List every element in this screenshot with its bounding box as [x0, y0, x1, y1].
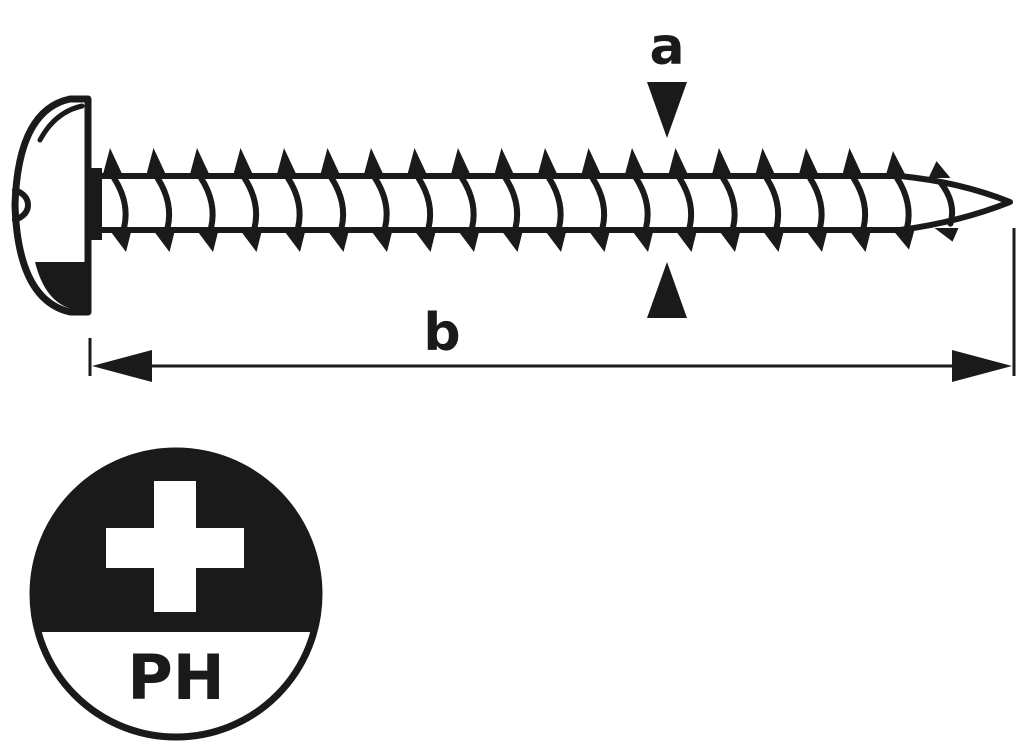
- thread-tooth-top: [885, 151, 907, 178]
- thread-tooth-top: [754, 148, 777, 178]
- thread-helix-line: [850, 175, 869, 231]
- thread-helix-line: [154, 175, 173, 231]
- dimension-b-arrow-right: [952, 350, 1012, 382]
- thread-tooth-bottom: [543, 228, 567, 252]
- screw-head-shadow: [35, 262, 88, 309]
- thread-helix-line: [502, 175, 521, 231]
- thread-helix-line: [763, 175, 782, 231]
- thread-tooth-bottom: [325, 228, 350, 252]
- thread-helix-line: [633, 175, 651, 231]
- thread-tooth-bottom: [369, 228, 393, 252]
- dimension-a-arrow-top: [647, 82, 687, 138]
- thread-helix-line: [198, 175, 216, 231]
- thread-tooth-top: [928, 161, 951, 178]
- thread-helix-line: [589, 175, 608, 231]
- thread-tooth-bottom: [238, 228, 263, 252]
- screw-head-neck: [86, 168, 102, 240]
- dimension-a: a: [647, 17, 687, 318]
- phillips-cross-icon: [106, 481, 244, 612]
- screw-head: [11, 95, 102, 316]
- thread-tooth-top: [841, 148, 864, 178]
- thread-helix-line: [546, 175, 564, 231]
- dimension-b-label: b: [423, 303, 460, 363]
- thread-tooth-bottom: [108, 228, 132, 252]
- thread-tooth-top: [450, 148, 472, 178]
- thread-tooth-top: [145, 148, 168, 178]
- thread-helix-line: [372, 175, 390, 231]
- thread-helix-line: [328, 175, 347, 231]
- thread-tooth-bottom: [456, 228, 480, 252]
- thread-tooth-top: [580, 148, 603, 178]
- thread-helix-line: [111, 175, 129, 231]
- screw-head-outline: [11, 95, 92, 316]
- thread-tooth-top: [232, 148, 255, 178]
- thread-tooth-top: [798, 148, 820, 178]
- thread-tooth-bottom: [891, 228, 915, 250]
- thread-tooth-top: [363, 148, 385, 178]
- thread-tooth-top: [319, 148, 342, 178]
- thread-tooth-bottom: [717, 228, 741, 252]
- thread-tooth-top: [624, 148, 646, 178]
- thread-tooth-bottom: [804, 228, 828, 252]
- thread-tooth-top: [493, 148, 516, 178]
- thread-helix-line: [285, 175, 303, 231]
- drive-type-label: PH: [127, 641, 224, 714]
- thread-tooth-bottom: [499, 228, 524, 252]
- screw-shank: [83, 173, 1013, 233]
- thread-tooth-bottom: [412, 228, 437, 252]
- thread-tooth-top: [406, 148, 429, 178]
- thread-tooth-bottom: [673, 228, 698, 252]
- thread-tooth-bottom: [282, 228, 306, 252]
- screw-head-highlight: [37, 103, 85, 143]
- thread-tooth-bottom: [151, 228, 176, 252]
- thread-helix-line: [415, 175, 434, 231]
- thread-helix-line: [676, 175, 695, 231]
- thread-helix-line: [807, 175, 825, 231]
- drive-type-badge: PH: [29, 447, 323, 741]
- thread-tooth-bottom: [195, 228, 219, 252]
- dimension-a-label: a: [649, 17, 684, 77]
- thread-tooth-bottom: [586, 228, 611, 252]
- thread-helix-line: [720, 175, 738, 231]
- thread-tooth-top: [189, 148, 211, 178]
- dimension-b: b: [88, 228, 1016, 382]
- thread-helix-line: [459, 175, 477, 231]
- drive-type-badge-ring: [29, 447, 323, 741]
- screw-head-recess: [12, 187, 32, 223]
- thread-helix-line: [241, 175, 260, 231]
- thread-tooth-top: [276, 148, 298, 178]
- thread-tooth-top: [711, 148, 733, 178]
- dimension-b-arrow-left: [92, 350, 152, 382]
- screw-thread: [102, 148, 959, 252]
- thread-tooth-top: [102, 148, 124, 178]
- thread-tooth-top: [537, 148, 559, 178]
- thread-tooth-bottom: [847, 228, 872, 252]
- thread-helix-line: [937, 179, 956, 227]
- thread-helix-line: [894, 175, 912, 231]
- thread-tooth-bottom: [934, 228, 959, 242]
- thread-tooth-bottom: [630, 228, 654, 252]
- screw-thread-lines: [111, 175, 956, 231]
- thread-tooth-bottom: [760, 228, 785, 252]
- dimension-a-arrow-bottom: [647, 262, 687, 318]
- thread-tooth-top: [667, 148, 690, 178]
